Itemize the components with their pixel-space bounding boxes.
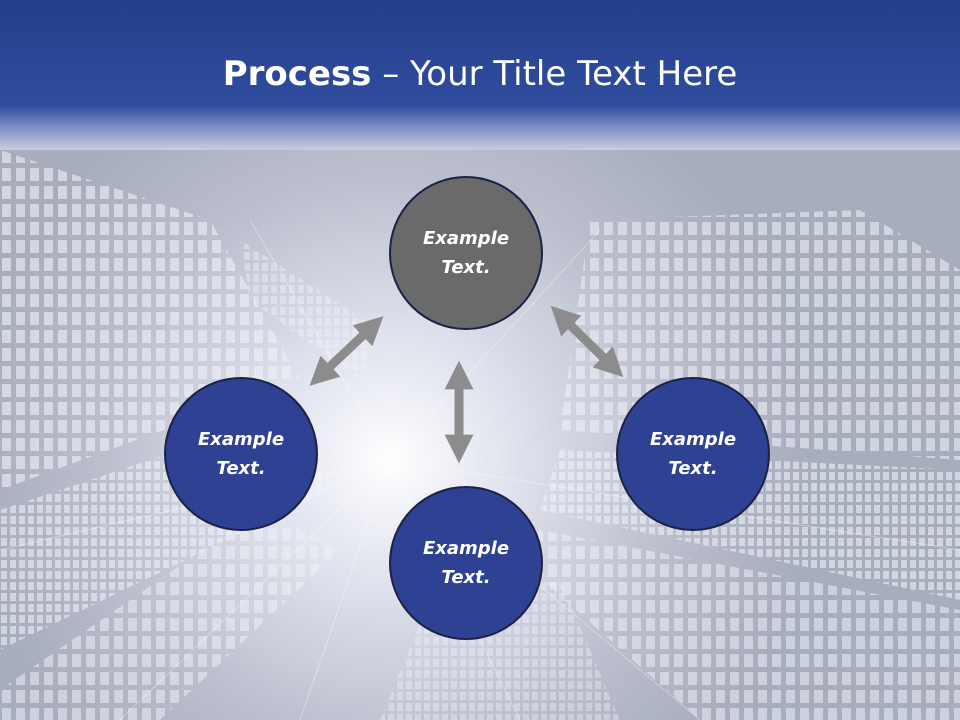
node-text-line2: Text. xyxy=(441,257,491,278)
title-rest: – Your Title Text Here xyxy=(371,54,738,94)
node-text-line1: Example xyxy=(197,429,285,450)
node-text-line2: Text. xyxy=(216,458,266,479)
node-text-line2: Text. xyxy=(441,567,491,588)
title-bar xyxy=(0,0,960,150)
process-node-right: Example Text. xyxy=(616,377,770,531)
process-node-bottom: Example Text. xyxy=(389,486,543,640)
title-bold: Process xyxy=(222,54,372,94)
process-node-left: Example Text. xyxy=(164,377,318,531)
node-text-line2: Text. xyxy=(668,458,718,479)
process-node-top: Example Text. xyxy=(389,176,543,330)
node-text-line1: Example xyxy=(649,429,737,450)
page-title: Process – Your Title Text Here xyxy=(0,48,960,100)
node-text-line1: Example xyxy=(422,538,510,559)
node-text-line1: Example xyxy=(422,228,510,249)
